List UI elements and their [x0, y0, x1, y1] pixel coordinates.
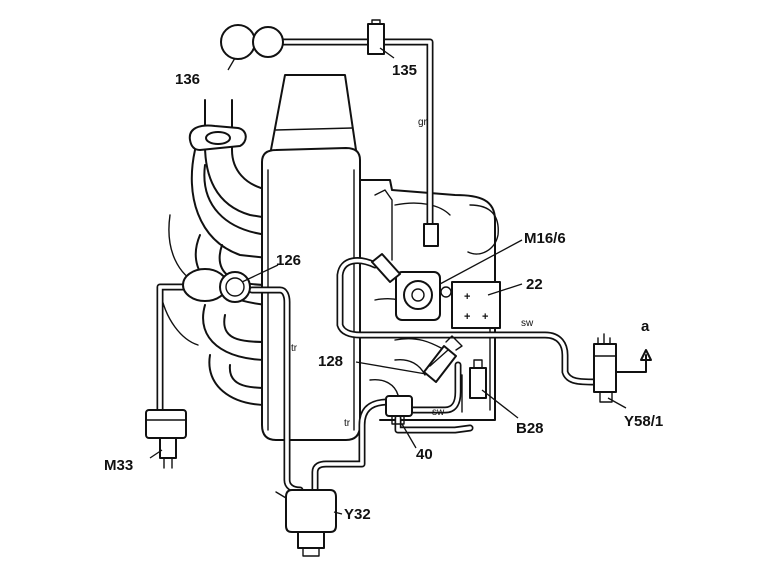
pump-m33	[145, 409, 187, 469]
vacuum-reservoir-136	[220, 24, 284, 60]
leader-lines	[149, 47, 627, 515]
wire-tag-tr-right: tr	[344, 418, 351, 429]
component-40	[385, 395, 413, 425]
svg-text:+: +	[482, 311, 488, 323]
component-128	[423, 335, 463, 383]
callout-40: 40	[416, 446, 433, 463]
throttle-actuator-m16-6	[371, 223, 441, 321]
callout-22: 22	[526, 276, 543, 293]
callout-m33: M33	[104, 457, 133, 474]
valve-y58-1	[593, 333, 652, 403]
callout-126: 126	[276, 252, 301, 269]
callout-y32: Y32	[344, 506, 371, 523]
svg-text:+: +	[464, 291, 470, 303]
svg-text:+: +	[464, 311, 470, 323]
callout-135: 135	[392, 62, 417, 79]
callout-136: 136	[175, 71, 200, 88]
sensor-b28	[469, 359, 487, 399]
pressure-transducer-y32	[275, 489, 337, 557]
wire-tag-tr-left: tr	[291, 343, 298, 354]
wire-tag-sw-lower: sw	[432, 407, 445, 418]
wire-tag-gr: gr	[418, 117, 428, 128]
control-unit-22: + + +	[440, 281, 501, 329]
vacuum-hoses	[156, 38, 599, 494]
wire-tag-sw-upper: sw	[521, 318, 534, 329]
callout-m16-6: M16/6	[524, 230, 566, 247]
callout-128: 128	[318, 353, 343, 370]
exhaust-manifold	[159, 99, 269, 406]
callout-b28: B28	[516, 420, 544, 437]
switchover-valve-126	[182, 268, 251, 303]
callout-a: a	[641, 318, 650, 335]
check-valve-135	[367, 19, 385, 55]
callout-y58-1: Y58/1	[624, 413, 663, 430]
